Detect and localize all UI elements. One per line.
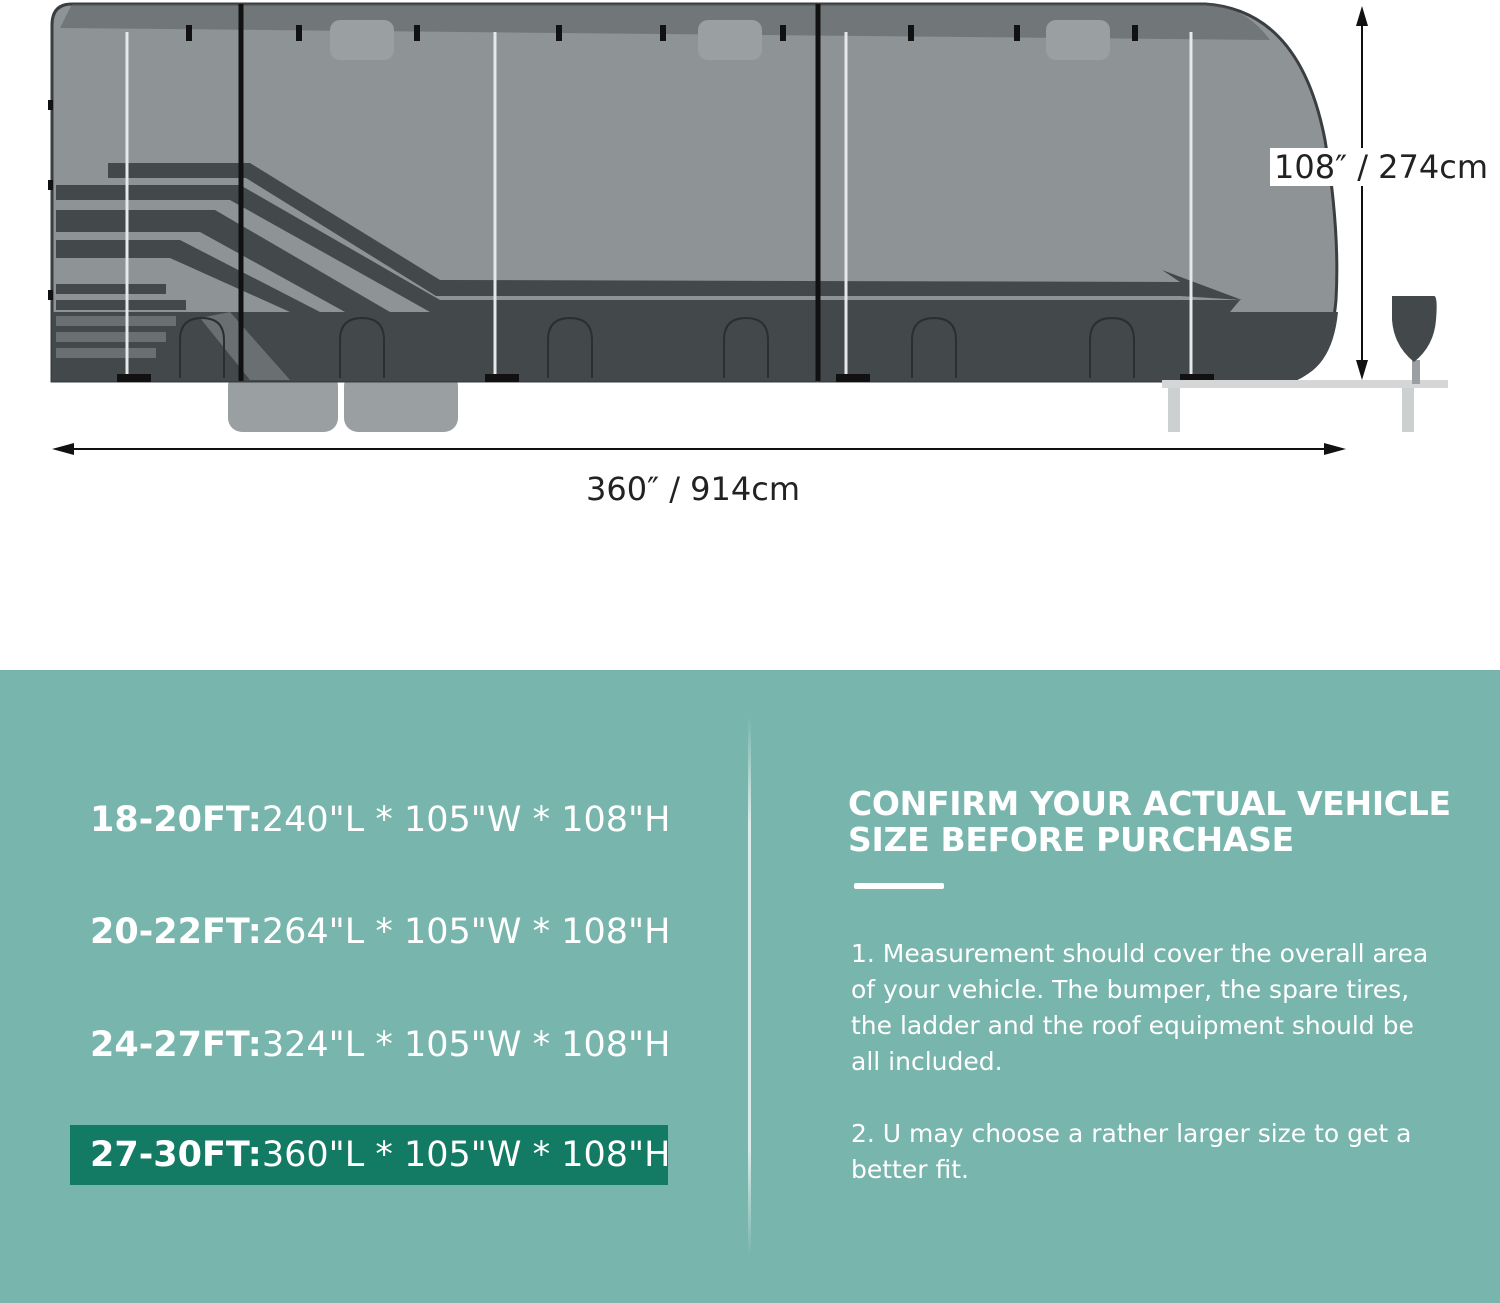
length-dimension-arrow <box>52 443 1346 455</box>
size-row-20-22ft: 20-22FT: 264"L * 105"W * 108"H <box>70 902 671 962</box>
panel-divider <box>748 716 751 1256</box>
hitch-tongue <box>1162 296 1448 432</box>
size-info-panel: 18-20FT: 240"L * 105"W * 108"H 20-22FT: … <box>0 670 1500 1303</box>
roof-vent-bumps <box>330 20 1110 60</box>
measurement-note: 1. Measurement should cover the overall … <box>851 939 1429 1076</box>
zipper-panels <box>179 316 1135 378</box>
size-dimensions: 360"L * 105"W * 108"H <box>261 1135 671 1175</box>
wheel-covers <box>228 372 458 432</box>
size-row-24-27ft: 24-27FT: 324"L * 105"W * 108"H <box>70 1015 671 1075</box>
confirm-size-heading-line2: SIZE BEFORE PURCHASE <box>848 820 1294 859</box>
size-choice-note: 2. U may choose a rather larger size to … <box>851 1119 1412 1184</box>
heading-underline <box>854 883 944 889</box>
size-length-label: 27-30FT: <box>90 1135 262 1175</box>
size-length-label: 20-22FT: <box>90 912 262 952</box>
confirm-size-heading: CONFIRM YOUR ACTUAL VEHICLE SIZE BEFORE … <box>848 786 1468 858</box>
black-straps <box>238 4 821 381</box>
confirm-size-heading-line1: CONFIRM YOUR ACTUAL VEHICLE <box>848 784 1451 823</box>
size-length-label: 18-20FT: <box>90 800 262 840</box>
size-dimensions: 264"L * 105"W * 108"H <box>261 912 671 952</box>
size-row-27-30ft-selected: 27-30FT: 360"L * 105"W * 108"H <box>70 1125 671 1185</box>
product-diagram-section: 108″ / 274cm 360″ / 914cm <box>48 2 1492 508</box>
size-dimensions: 324"L * 105"W * 108"H <box>261 1025 671 1065</box>
decorative-stripes <box>56 163 1242 380</box>
strap-buckles <box>117 374 1214 382</box>
height-dimension-arrow <box>1356 6 1368 380</box>
lower-dark-band <box>52 312 1338 381</box>
trailer-cover-illustration <box>48 2 1448 455</box>
size-length-label: 24-27FT: <box>90 1025 262 1065</box>
size-dimensions: 240"L * 105"W * 108"H <box>261 800 671 840</box>
light-straps <box>125 32 1193 376</box>
roof-clips <box>186 25 1138 41</box>
height-dimension-label: 108″ / 274cm <box>1270 148 1492 186</box>
size-row-18-20ft: 18-20FT: 240"L * 105"W * 108"H <box>70 790 671 850</box>
length-dimension-label: 360″ / 914cm <box>586 470 800 508</box>
